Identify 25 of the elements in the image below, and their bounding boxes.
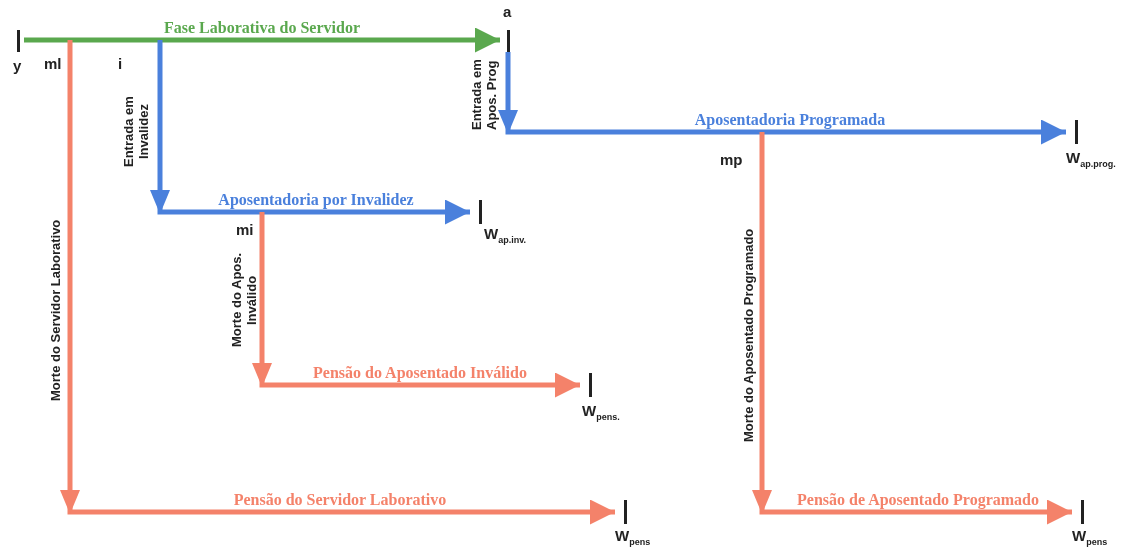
transition-label: Morte do Aposentado Programado xyxy=(740,227,756,444)
state-symbol: mp xyxy=(720,152,743,168)
state-symbol: y xyxy=(13,58,22,74)
edge-label: Aposentadoria por Invalidez xyxy=(215,191,417,209)
state-symbol: W$_{ap.inv.}$ xyxy=(484,226,526,247)
transition-label: Entrada em Invalidez xyxy=(121,95,151,170)
state-symbol: mi xyxy=(236,222,254,238)
state-symbol: ml xyxy=(44,56,62,72)
arrow xyxy=(252,212,580,398)
arrow xyxy=(752,132,1072,525)
arrow xyxy=(498,52,1066,145)
state-symbol: W$_{pens}$ xyxy=(1072,528,1108,549)
arrow xyxy=(60,40,615,525)
edge-label: Pensão do Aposentado Inválido xyxy=(310,364,530,382)
state-symbol: W$_{pens.}$ xyxy=(582,403,620,424)
state-symbol: W$_{ap.prog.}$ xyxy=(1066,150,1116,171)
transition-label: Entrada em Apos. Prog xyxy=(469,58,499,133)
state-symbol: W$_{pens}$ xyxy=(615,528,651,549)
arrow xyxy=(150,40,470,225)
arrow xyxy=(24,27,500,53)
edge-label: Pensão de Aposentado Programado xyxy=(794,491,1042,509)
state-symbol: i xyxy=(118,56,123,72)
transition-label: Morte do Apos. Inválido xyxy=(229,251,259,349)
state-symbol: a xyxy=(503,4,512,20)
transition-label: Morte do Servidor Laborativo xyxy=(47,218,63,403)
